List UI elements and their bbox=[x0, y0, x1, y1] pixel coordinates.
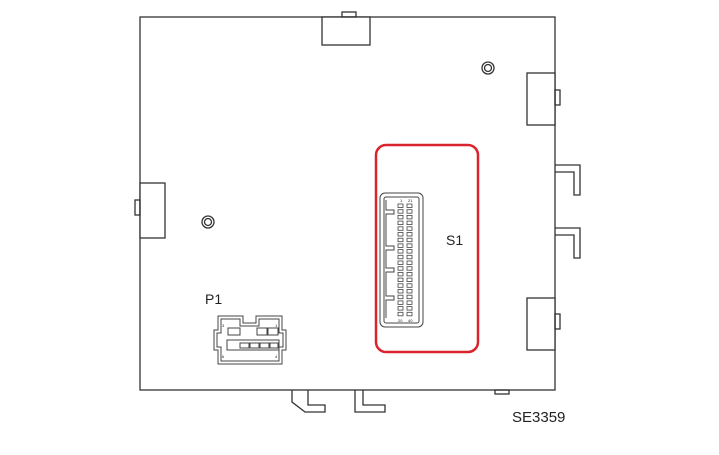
unit-body bbox=[134, 11, 581, 413]
s1-pin-cavity bbox=[406, 283, 413, 288]
s1-pin-cavity bbox=[397, 214, 404, 220]
s1-pin-cavity bbox=[397, 300, 404, 305]
s1-pin-cavity bbox=[406, 306, 413, 311]
s1-pin-cavity bbox=[406, 271, 413, 277]
s1-pin-cavity bbox=[397, 237, 404, 243]
connector-s1 bbox=[379, 192, 424, 328]
s1-pin-cavity bbox=[406, 243, 413, 248]
s1-pin-cavity bbox=[406, 294, 413, 300]
s1-highlight-frame bbox=[374, 143, 480, 354]
s1-pin-cavity bbox=[397, 220, 404, 226]
s1-pin-cavity bbox=[406, 311, 413, 317]
p1-pin-label: 4 bbox=[275, 354, 278, 359]
s1-pin-cavity bbox=[406, 220, 413, 226]
s1-pin-cavity bbox=[406, 249, 413, 254]
s1-pin-label: 1 bbox=[400, 198, 403, 203]
s1-pin-cavity bbox=[406, 226, 413, 231]
connector-p1-label: P1 bbox=[205, 291, 222, 307]
s1-pin-cavity bbox=[397, 203, 404, 208]
s1-pin-cavity bbox=[406, 260, 413, 265]
s1-pin-cavity bbox=[397, 260, 404, 265]
s1-pin-cavity bbox=[397, 249, 404, 254]
s1-pin-cavity bbox=[406, 203, 413, 208]
s1-pin-cavity bbox=[397, 277, 404, 283]
p1-pin-label: 1 bbox=[275, 323, 278, 328]
s1-pin-cavity bbox=[397, 226, 404, 231]
figure-code: SE3359 bbox=[512, 409, 565, 426]
connector-s1-label: S1 bbox=[446, 232, 463, 248]
s1-pin-cavity bbox=[397, 289, 404, 294]
s1-pin-cavity bbox=[406, 254, 413, 260]
s1-pin-cavity bbox=[406, 237, 413, 243]
s1-pin-cavity bbox=[397, 311, 404, 317]
s1-pin-cavity bbox=[397, 283, 404, 288]
s1-pin-label: 21 bbox=[408, 198, 413, 203]
s1-pin-cavity bbox=[406, 209, 413, 214]
s1-pin-cavity bbox=[406, 266, 413, 271]
s1-pin-label: 20 bbox=[398, 318, 403, 323]
s1-pin-cavity bbox=[406, 289, 413, 294]
s1-pin-cavity bbox=[397, 243, 404, 248]
s1-pin-cavity bbox=[406, 300, 413, 305]
connector-p1 bbox=[213, 315, 287, 365]
s1-pin-cavity bbox=[397, 254, 404, 260]
s1-pin-cavity bbox=[406, 214, 413, 220]
p1-pin-label: 6 bbox=[222, 354, 225, 359]
s1-pin-cavity bbox=[397, 271, 404, 277]
s1-pin-cavity bbox=[397, 294, 404, 300]
s1-pin-cavity bbox=[397, 306, 404, 311]
s1-pin-cavity bbox=[406, 232, 413, 237]
s1-pin-cavity bbox=[406, 277, 413, 283]
s1-pin-label: 40 bbox=[408, 318, 413, 323]
s1-pin-cavity bbox=[397, 266, 404, 271]
s1-pin-cavity bbox=[397, 232, 404, 237]
s1-pin-cavity bbox=[397, 209, 404, 214]
p1-pin-label: 3 bbox=[222, 323, 225, 328]
